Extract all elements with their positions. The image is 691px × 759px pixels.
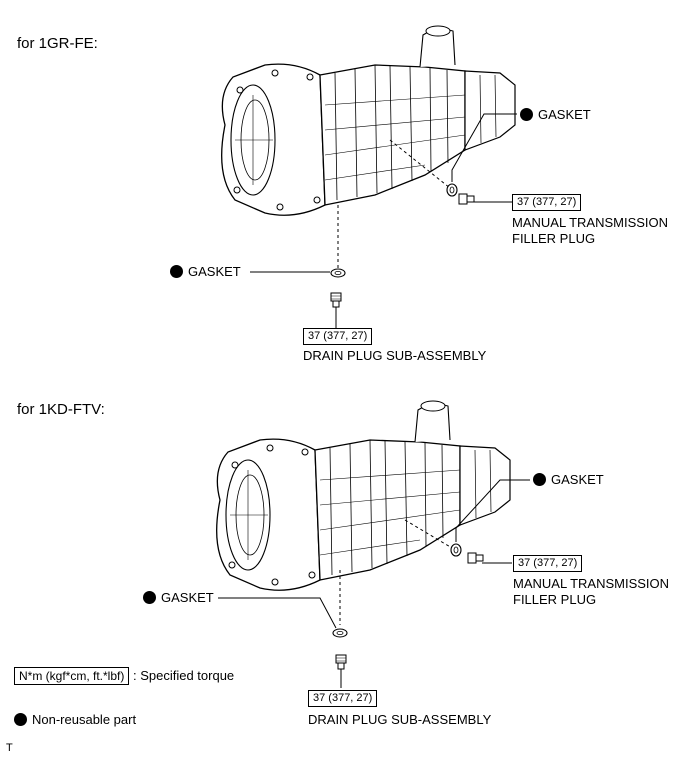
filler-torque-box-1: 37 (377, 27) xyxy=(512,194,582,211)
filled-circle-icon xyxy=(520,108,533,121)
gasket-text: GASKET xyxy=(161,590,214,605)
filler-plug-label-2a: MANUAL TRANSMISSION xyxy=(513,576,670,591)
gasket-text: GASKET xyxy=(538,107,591,122)
drain-plug-label-1: DRAIN PLUG SUB-ASSEMBLY xyxy=(303,348,487,363)
filled-circle-icon xyxy=(143,591,156,604)
footer-mark: T xyxy=(6,742,13,754)
filler-gasket-label-1: GASKET xyxy=(520,107,591,123)
filled-circle-icon xyxy=(533,473,546,486)
legend-nonreusable-desc: Non-reusable part xyxy=(32,712,137,727)
section-title-1kd-ftv: for 1KD-FTV: xyxy=(17,401,105,418)
gasket-text: GASKET xyxy=(551,472,604,487)
drain-torque-box-1: 37 (377, 27) xyxy=(303,328,373,345)
transmission-1gr-fe xyxy=(221,25,516,216)
filled-circle-icon xyxy=(14,713,27,726)
filler-plug-label-2b: FILLER PLUG xyxy=(513,592,597,607)
legend-torque: N*m (kgf*cm, ft.*lbf) : Specified torque xyxy=(14,667,235,685)
transmission-1kd-ftv xyxy=(216,400,511,591)
drain-gasket-label-2: GASKET xyxy=(143,590,214,606)
legend-torque-box: N*m (kgf*cm, ft.*lbf) xyxy=(14,667,130,685)
drain-plug-label-2: DRAIN PLUG SUB-ASSEMBLY xyxy=(308,712,492,727)
filler-plug-label-1b: FILLER PLUG xyxy=(512,231,596,246)
filler-gasket-label-2: GASKET xyxy=(533,472,604,488)
gasket-text: GASKET xyxy=(188,264,241,279)
drain-torque-box-2: 37 (377, 27) xyxy=(308,690,378,707)
drain-gasket-label-1: GASKET xyxy=(170,264,241,280)
section-title-1gr-fe: for 1GR-FE: xyxy=(17,35,98,52)
filler-plug-label-1a: MANUAL TRANSMISSION xyxy=(512,215,669,230)
filled-circle-icon xyxy=(170,265,183,278)
filler-torque-box-2: 37 (377, 27) xyxy=(513,555,583,572)
legend-torque-desc: : Specified torque xyxy=(132,668,235,683)
legend-nonreusable: Non-reusable part xyxy=(14,712,136,728)
